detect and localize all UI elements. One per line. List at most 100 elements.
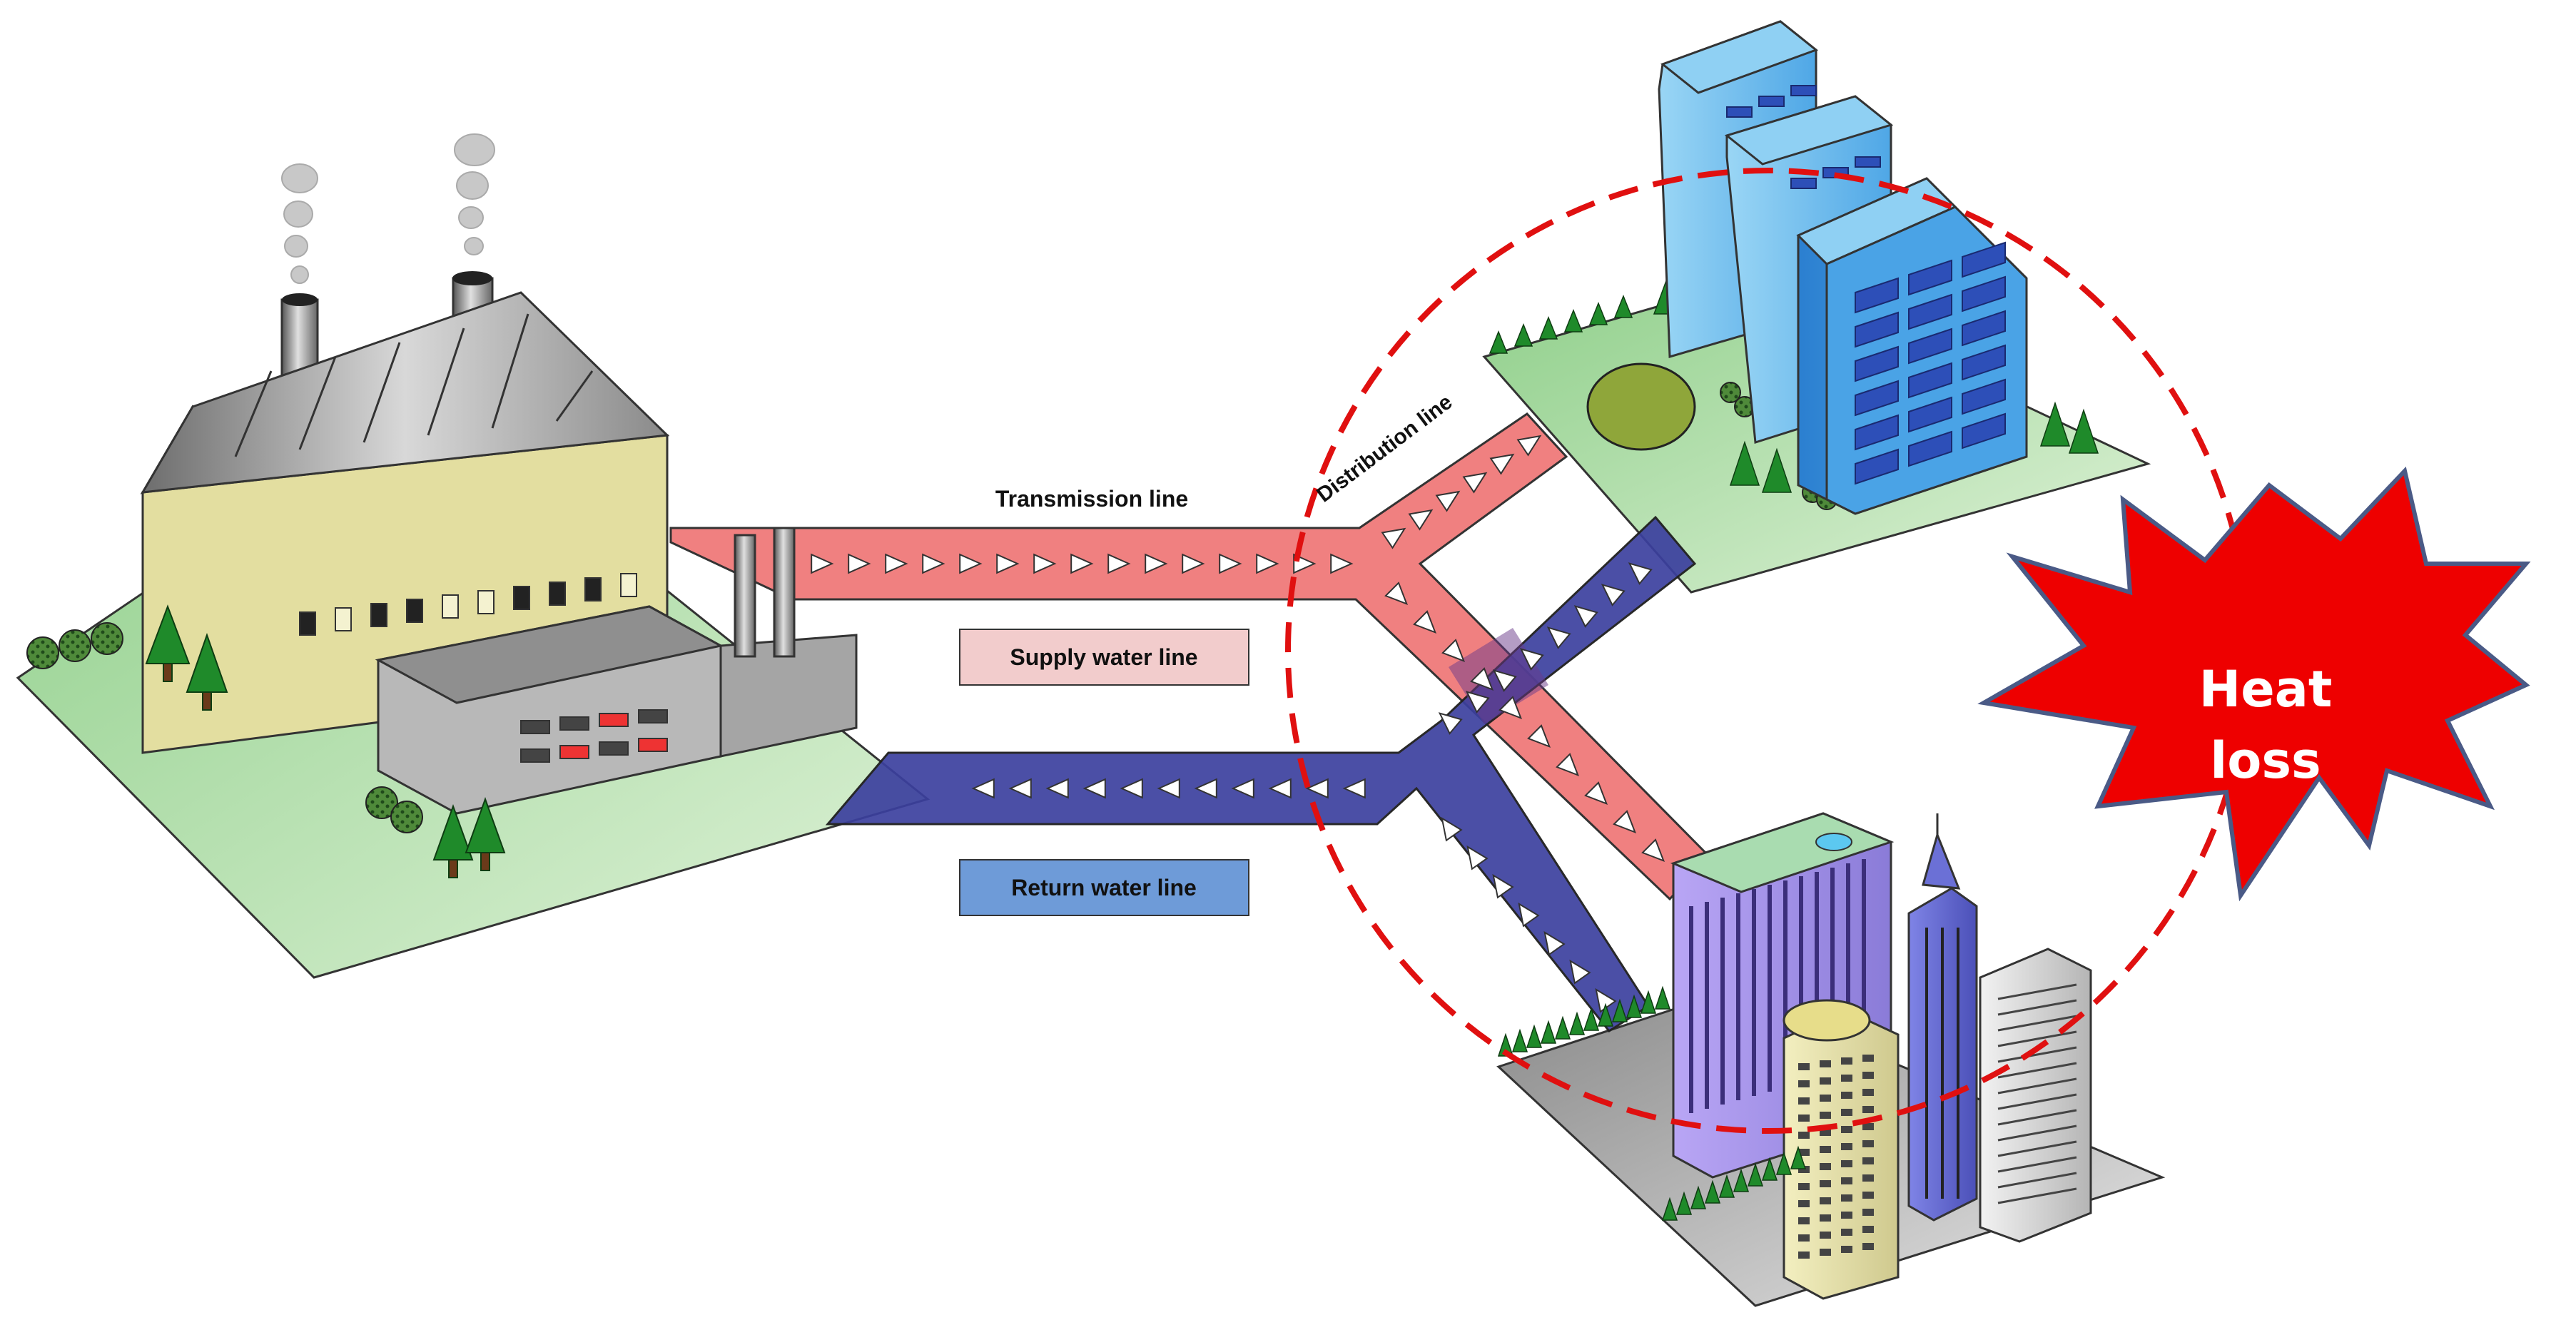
tree — [1733, 1168, 1750, 1192]
tree — [1526, 1024, 1543, 1048]
building-window — [1855, 311, 1899, 348]
tree — [1747, 1162, 1764, 1187]
building-window — [1841, 1143, 1852, 1150]
supply-arrow — [1556, 753, 1580, 777]
building-window — [1798, 1252, 1810, 1259]
building-window — [1962, 275, 2006, 313]
tree — [1554, 1015, 1571, 1040]
supply-arrow — [1330, 553, 1354, 574]
tree — [1675, 1191, 1693, 1215]
building-window — [1820, 1077, 1831, 1085]
return-flow-arrows — [971, 562, 1653, 1013]
building-window — [1798, 1200, 1810, 1207]
facade-stripe — [1997, 1046, 2077, 1063]
return-arrow — [1595, 988, 1617, 1013]
building-window — [1758, 96, 1785, 107]
building-window — [1798, 1063, 1810, 1070]
tree — [1540, 1020, 1557, 1044]
facade-stripe — [1997, 1124, 2077, 1142]
facade-stripe — [1997, 1140, 2077, 1157]
building-window — [1862, 1055, 1874, 1062]
building-window — [1820, 1129, 1831, 1136]
return-arrow — [1492, 669, 1517, 692]
facade-stripe — [1997, 1172, 2077, 1189]
building-window — [1798, 1115, 1810, 1122]
building-window — [1908, 362, 1952, 399]
supply-arrow — [1470, 667, 1494, 691]
building-window — [1855, 380, 1899, 417]
supply-arrow — [1182, 553, 1205, 574]
building-window — [1855, 277, 1899, 314]
supply-arrow — [1033, 553, 1057, 574]
return-arrow — [1546, 626, 1571, 649]
building-window — [1862, 1226, 1874, 1233]
building-window — [1798, 1149, 1810, 1156]
building-window — [1841, 1057, 1852, 1065]
return-arrow — [1543, 930, 1566, 956]
return-arrow — [1157, 778, 1180, 799]
building-window — [1820, 1214, 1831, 1222]
return-arrow — [1466, 845, 1489, 870]
building-window — [1908, 293, 1952, 330]
building-window — [1841, 1126, 1852, 1133]
tree — [1583, 1007, 1600, 1031]
building-window — [1862, 1243, 1874, 1250]
tree — [1775, 1151, 1792, 1175]
supply-arrow — [1219, 553, 1242, 574]
building-window — [1862, 1106, 1874, 1113]
facade-stripe — [1997, 1093, 2077, 1110]
tree — [1568, 1011, 1586, 1035]
facade-stripe — [1997, 1187, 2077, 1204]
supply-arrow — [1527, 724, 1551, 748]
return-arrow — [1008, 778, 1032, 799]
facade-stripe — [1997, 999, 2077, 1016]
building-window — [1862, 1157, 1874, 1164]
supply-arrow — [922, 553, 945, 574]
building-window — [1798, 1234, 1810, 1242]
building-window — [1841, 1229, 1852, 1236]
building-window — [1908, 396, 1952, 433]
return-arrow — [1231, 778, 1254, 799]
supply-arrow — [1145, 553, 1168, 574]
tree — [1511, 1028, 1528, 1052]
supply-arrow — [1435, 490, 1461, 512]
building-window — [1862, 1209, 1874, 1216]
tree — [1718, 1174, 1735, 1198]
transmission-line-label: Transmission line — [995, 486, 1188, 512]
return-arrow — [1438, 712, 1463, 735]
residential-buildings-icon — [1489, 20, 2099, 515]
building-window — [1862, 1123, 1874, 1130]
building-window — [1841, 1109, 1852, 1116]
building-window — [1908, 259, 1952, 296]
building-window — [1820, 1197, 1831, 1204]
supply-arrow — [1070, 553, 1094, 574]
building-window — [1820, 1146, 1831, 1153]
building-window — [1841, 1160, 1852, 1167]
building-window — [1820, 1232, 1831, 1239]
return-arrow — [1518, 902, 1540, 928]
return-arrow — [1342, 778, 1366, 799]
building-window — [1798, 1080, 1810, 1087]
return-arrow — [1441, 816, 1463, 842]
supply-arrow — [1408, 509, 1434, 531]
return-arrow — [1120, 778, 1143, 799]
supply-arrow — [1107, 553, 1131, 574]
building-window — [1841, 1092, 1852, 1099]
building-window — [1841, 1212, 1852, 1219]
building-window — [1862, 1140, 1874, 1147]
supply-arrow — [1613, 810, 1637, 834]
return-arrow — [1628, 562, 1653, 585]
return-water-line-label: Return water line — [1011, 875, 1197, 900]
supply-arrow — [1256, 553, 1279, 574]
tree — [1640, 990, 1657, 1014]
building-window — [1841, 1075, 1852, 1082]
return-arrow — [1573, 605, 1598, 628]
building-window — [1855, 345, 1899, 382]
heat-loss-label-line1: Heat — [2199, 660, 2333, 719]
building-window — [1790, 85, 1817, 96]
return-arrow — [1305, 778, 1329, 799]
supply-arrow — [1413, 610, 1437, 634]
tree — [1761, 1157, 1778, 1181]
building-window — [1841, 1194, 1852, 1202]
